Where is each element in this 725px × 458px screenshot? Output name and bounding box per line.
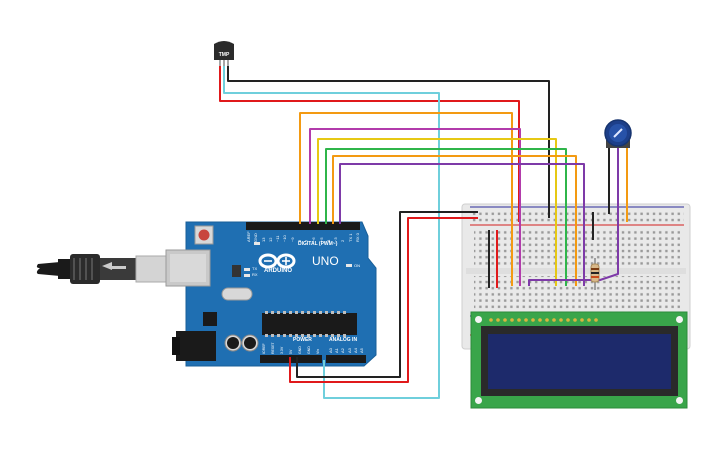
analog-pin-labels: A0 A1 A2 A3 A4 A5 [328,343,364,353]
pin-label-d9: ~9 [289,237,295,242]
wire-5v-red[interactable] [289,217,478,383]
power-pin-labels: IOREF RESET 3.3V 5V GND GND Vin [262,342,320,354]
on-label: ON [354,263,360,268]
pin-label-reset: RESET [271,342,275,354]
pin-label-a5: A5 [358,348,364,353]
pin-label-d13: 13 [260,237,266,242]
wire-sensor-out[interactable] [223,66,440,399]
potentiometer-knob-icon[interactable] [604,119,632,148]
wire-pot-wiper[interactable] [528,148,619,286]
pin-label-5v: 5V [289,349,293,354]
pin-label-rx0: RX 0 [354,233,360,242]
pin-label-d12: 12 [267,237,273,242]
temperature-sensor [214,41,234,66]
pin-label-aref: AREF [246,231,251,242]
lcd-screen [488,334,671,389]
pin-label-ioref: IOREF [262,343,266,354]
wire-gnd-black[interactable] [296,211,478,378]
tx-label: TX [252,266,258,271]
arduino-uno-board [36,221,377,367]
wire-sensor-vcc[interactable] [219,66,520,222]
analog-header [326,355,366,363]
rx-label: RX [252,272,258,277]
digital-header [246,222,360,230]
arduino-brand: ARDUINO [264,268,292,274]
pin-label-d2: 2 [340,239,346,242]
pin-label-tx1: TX 1 [347,233,353,242]
digital-label: DIGITAL (PWM~) [298,241,338,247]
pin-label-gnd-2: GND [307,346,311,354]
wire-sensor-gnd[interactable] [227,66,550,218]
pin-label-d11: ~11 [275,235,281,243]
arduino-logo-icon [258,253,296,269]
wire-d11-magenta[interactable] [309,128,521,286]
wire-d5-yellow[interactable] [317,138,557,286]
sensor-label: TMP [218,52,230,58]
wire-d3-orange[interactable] [332,155,577,286]
pin-label-gnd: GND [253,233,259,242]
analog-label: ANALOG IN [329,337,358,343]
pin-label-d10: ~10 [282,235,288,242]
pin-label-gnd-1: GND [298,346,302,354]
power-label: POWER [293,337,312,343]
pin-label-a2: A2 [340,348,346,353]
pin-label-a0: A0 [328,348,333,353]
pin-label-a3: A3 [346,348,352,353]
wires [219,66,628,399]
usb-cable [36,254,167,284]
pin-label-vin: Vin [316,349,320,354]
pin-label-a4: A4 [352,348,358,353]
arduino-model: UNO [312,254,339,268]
wire-d4-green[interactable] [325,148,567,286]
lcd-module [470,311,688,409]
pin-label-3v3: 3.3V [280,346,284,354]
resistor [590,258,600,290]
wire-d12-orange[interactable] [299,112,513,286]
pin-label-a1: A1 [334,348,340,353]
wire-d2-purple[interactable] [339,163,585,286]
